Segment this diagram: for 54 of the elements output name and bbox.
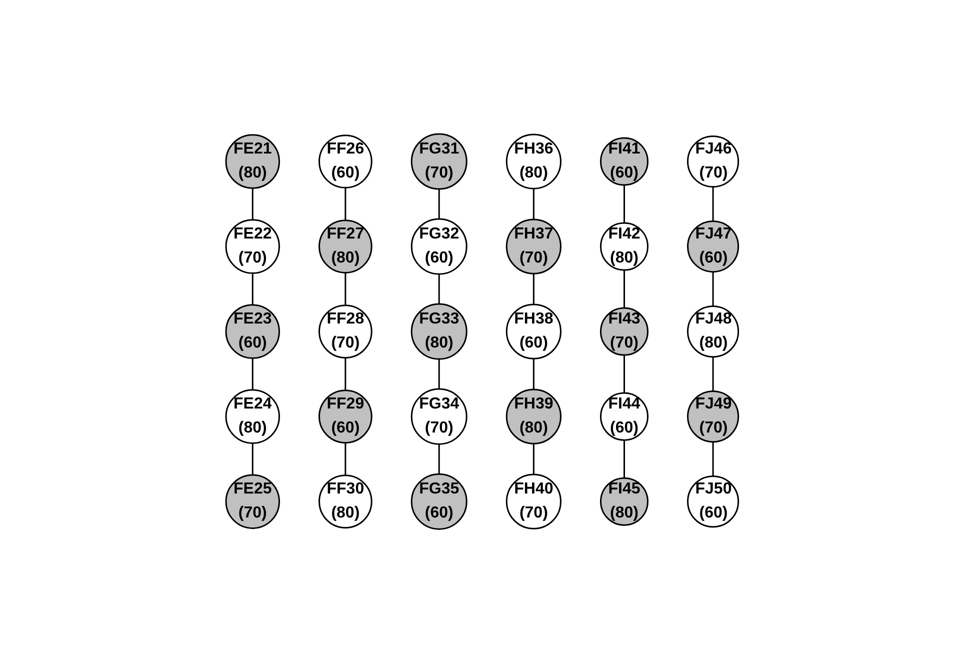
- connector: [438, 444, 440, 475]
- node-circle: FG35 (60): [410, 474, 468, 530]
- node-circle: FJ48 (80): [686, 306, 739, 358]
- node-circle: FH40 (70): [506, 474, 562, 530]
- connector: [252, 274, 254, 306]
- node-circle: FE24 (80): [225, 390, 280, 444]
- node-circle: FH38 (60): [506, 304, 562, 360]
- connector: [532, 189, 534, 220]
- connector: [252, 358, 254, 390]
- node-circle: FF28 (70): [318, 305, 372, 359]
- connector: [252, 444, 254, 476]
- connector: [344, 188, 346, 221]
- node-circle: FI42 (80): [600, 222, 648, 272]
- node-circle: FG34 (70): [410, 388, 468, 446]
- connector: [712, 357, 714, 392]
- node-circle: FE23 (60): [225, 304, 280, 360]
- node-circle: FI44 (60): [600, 392, 648, 442]
- connector: [438, 274, 440, 304]
- node-circle: FJ50 (60): [686, 476, 739, 528]
- node-circle: FF29 (60): [318, 390, 372, 444]
- node-circle: FE21 (80): [225, 134, 280, 190]
- node-circle: FF26 (60): [318, 135, 372, 189]
- connector: [532, 359, 534, 390]
- connector: [623, 356, 625, 394]
- node-circle: FE22 (70): [225, 220, 280, 274]
- node-circle: FJ49 (70): [686, 390, 739, 444]
- node-circle: FI45 (80): [600, 478, 648, 526]
- node-circle: FF27 (80): [318, 220, 372, 274]
- node-circle: FJ47 (60): [686, 220, 739, 274]
- connector: [344, 273, 346, 306]
- connector: [623, 440, 625, 479]
- node-circle: FE25 (70): [225, 474, 280, 530]
- connector: [532, 274, 534, 305]
- node-circle: FI41 (60): [600, 138, 648, 186]
- node-circle: FH37 (70): [506, 219, 562, 275]
- connector: [623, 270, 625, 308]
- connector: [438, 189, 440, 220]
- connector: [344, 358, 346, 391]
- connector: [623, 185, 625, 224]
- node-circle: FG32 (60): [410, 218, 468, 276]
- connector: [438, 360, 440, 390]
- node-circle: FJ46 (70): [686, 136, 739, 188]
- node-circle: FI43 (70): [600, 308, 648, 356]
- node-circle: FH39 (80): [506, 389, 562, 445]
- node-circle: FG31 (70): [410, 134, 468, 190]
- node-circle: FH36 (80): [506, 134, 562, 190]
- node-circle: FG33 (80): [410, 304, 468, 360]
- connector: [344, 443, 346, 476]
- connector: [712, 272, 714, 307]
- connector: [532, 444, 534, 475]
- connector: [252, 188, 254, 220]
- connector: [712, 442, 714, 477]
- node-circle: FF30 (80): [318, 475, 372, 529]
- connector: [712, 187, 714, 222]
